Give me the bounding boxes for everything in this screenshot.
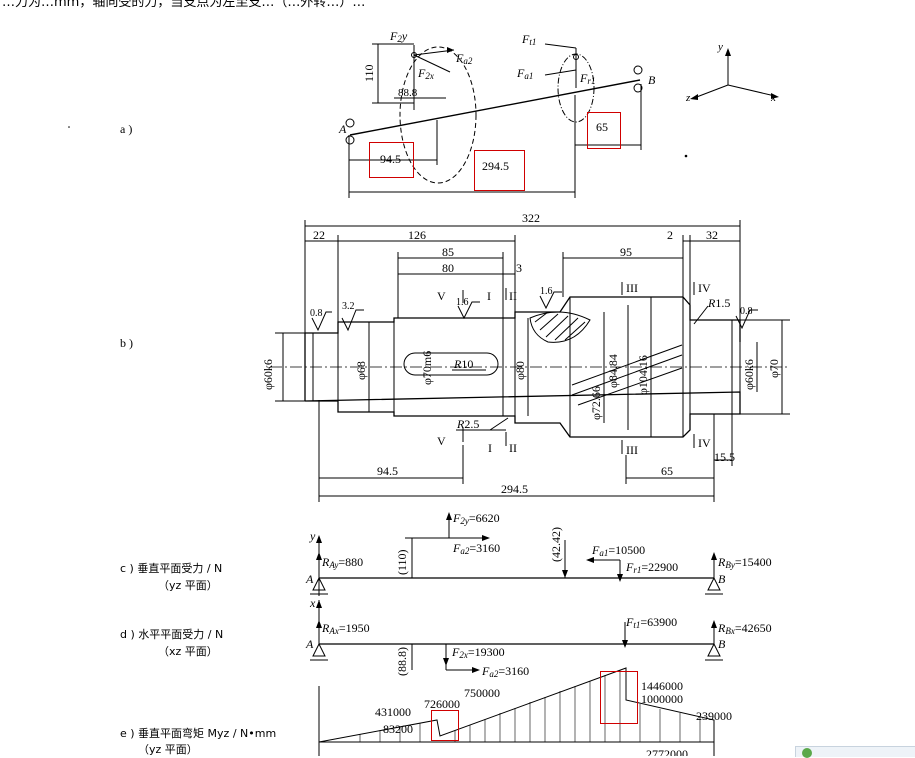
svg-text:φ80: φ80	[513, 361, 527, 380]
highlight-box-94-5	[369, 142, 414, 178]
svg-text:32: 32	[706, 228, 718, 242]
highlight-box-1446000	[600, 671, 638, 724]
svg-text:1446000: 1446000	[641, 679, 683, 693]
svg-text:(110): (110)	[395, 549, 409, 575]
svg-text:V: V	[437, 289, 446, 303]
panel-c-sub: （yz 平面）	[158, 579, 218, 592]
svg-text:83200: 83200	[383, 722, 413, 736]
svg-text:B: B	[718, 637, 726, 651]
svg-text:Fa2=3160: Fa2=3160	[452, 541, 500, 556]
svg-text:φ70: φ70	[767, 359, 781, 378]
svg-text:I: I	[487, 289, 491, 303]
svg-text:B: B	[718, 572, 726, 586]
svg-text:R2.5: R2.5	[456, 417, 479, 431]
svg-text:φ84.84: φ84.84	[606, 354, 620, 388]
svg-text:φ68: φ68	[354, 361, 368, 380]
a-label-F2y: F2y	[389, 29, 408, 44]
svg-text:y: y	[309, 529, 316, 543]
svg-text:94.5: 94.5	[377, 464, 398, 478]
svg-text:1.6: 1.6	[456, 297, 469, 308]
svg-text:322: 322	[522, 211, 540, 225]
svg-text:95: 95	[620, 245, 632, 259]
svg-text:RAx=1950: RAx=1950	[321, 621, 370, 636]
highlight-box-726000	[431, 710, 459, 741]
svg-text:II: II	[509, 289, 517, 303]
svg-text:A: A	[305, 572, 314, 586]
status-icon	[802, 748, 812, 758]
svg-text:85: 85	[442, 245, 454, 259]
svg-text:φ60k6: φ60k6	[742, 359, 756, 390]
svg-text:III: III	[626, 281, 638, 295]
svg-text:110: 110	[362, 64, 376, 82]
panel-c-tag: c ) 垂直平面受力 / N	[120, 562, 223, 575]
svg-text:I: I	[488, 441, 492, 455]
svg-text:B: B	[648, 73, 656, 87]
svg-text:V: V	[437, 434, 446, 448]
svg-text:94.5: 94.5	[380, 152, 401, 166]
panel-d-sub: （xz 平面）	[158, 645, 218, 658]
svg-text:R10: R10	[453, 357, 473, 371]
svg-text:z: z	[685, 92, 691, 104]
svg-text:F2y=6620: F2y=6620	[452, 511, 500, 526]
svg-text:239000: 239000	[696, 709, 732, 723]
svg-text:3.2: 3.2	[342, 301, 355, 312]
svg-text:x: x	[309, 596, 316, 610]
svg-text:Fr1=22900: Fr1=22900	[625, 560, 678, 575]
top-text-fragment: …力为…mm，轴向受的力，当支点为左至支…（…外转…）…	[2, 0, 366, 10]
svg-text:IV: IV	[698, 281, 711, 295]
svg-text:A: A	[338, 122, 347, 136]
svg-text:126: 126	[408, 228, 426, 242]
svg-text:y: y	[717, 41, 723, 53]
svg-text:750000: 750000	[464, 686, 500, 700]
svg-text:(88.8): (88.8)	[395, 647, 409, 676]
svg-text:294.5: 294.5	[501, 482, 528, 496]
svg-text:15.5: 15.5	[714, 450, 735, 464]
panel-e-sub: （yz 平面）	[138, 743, 198, 756]
svg-text:RAy=880: RAy=880	[321, 555, 363, 570]
svg-text:294.5: 294.5	[482, 159, 509, 173]
svg-text:φ72.66: φ72.66	[589, 386, 603, 420]
svg-text:726000: 726000	[424, 697, 460, 711]
svg-text:2772000: 2772000	[646, 747, 688, 756]
svg-text:A: A	[305, 637, 314, 651]
panel-d-tag: d ) 水平平面受力 / N	[120, 628, 224, 641]
svg-text:III: III	[626, 443, 638, 457]
svg-text:(42.42): (42.42)	[549, 527, 563, 562]
svg-text:φ70m6: φ70m6	[420, 351, 434, 385]
svg-text:65: 65	[596, 120, 608, 134]
svg-text:φ104.16: φ104.16	[636, 355, 650, 395]
svg-text:Fa2=3160: Fa2=3160	[481, 664, 529, 679]
svg-text:φ60k6: φ60k6	[261, 359, 275, 390]
panel-a-tag: a )	[120, 122, 133, 136]
svg-text:II: II	[509, 441, 517, 455]
svg-text:0.8: 0.8	[740, 306, 753, 317]
svg-text:1000000: 1000000	[641, 692, 683, 706]
svg-text:IV: IV	[698, 436, 711, 450]
svg-text:Fa1=10500: Fa1=10500	[591, 543, 645, 558]
svg-text:0.8: 0.8	[310, 308, 323, 319]
svg-text:RBy=15400: RBy=15400	[717, 555, 772, 570]
svg-text:80: 80	[442, 261, 454, 275]
notification-widget[interactable]	[795, 746, 915, 758]
svg-text:22: 22	[313, 228, 325, 242]
svg-text:65: 65	[661, 464, 673, 478]
highlight-box-294-5	[474, 150, 525, 191]
panel-b-tag: b )	[120, 336, 133, 350]
svg-text:431000: 431000	[375, 705, 411, 719]
svg-text:F2x=19300: F2x=19300	[451, 645, 505, 660]
svg-text:88.8: 88.8	[398, 87, 418, 99]
svg-text:R1.5: R1.5	[707, 296, 730, 310]
svg-text:Ft1=63900: Ft1=63900	[625, 615, 677, 630]
svg-text:1.6: 1.6	[540, 286, 553, 297]
panel-e-tag: e ) 垂直平面弯矩 Myz / N•mm	[120, 727, 277, 740]
svg-text:2: 2	[667, 228, 673, 242]
svg-text:RBx=42650: RBx=42650	[717, 621, 772, 636]
svg-text:3: 3	[516, 261, 522, 275]
highlight-box-65	[587, 112, 621, 149]
svg-text:x: x	[770, 92, 776, 104]
